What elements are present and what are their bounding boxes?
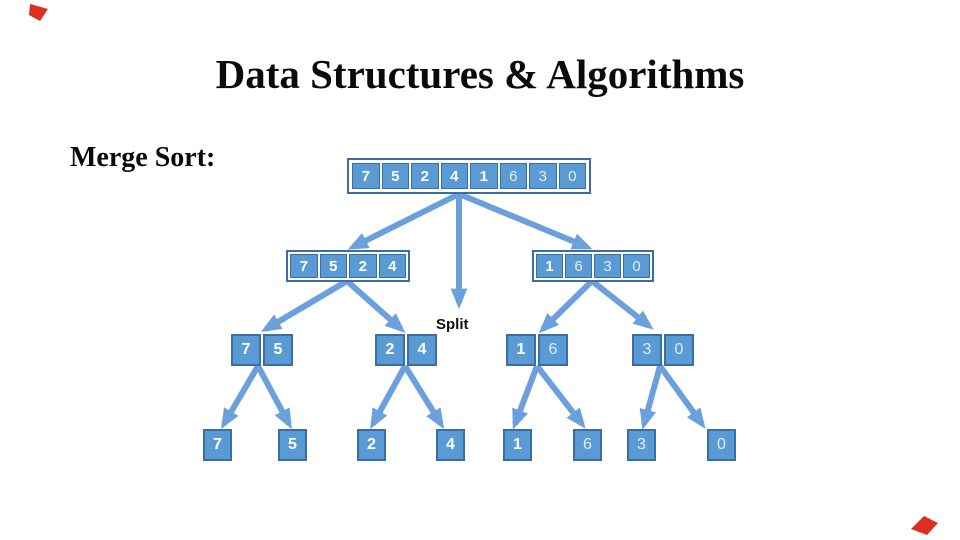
array-cell: 1 <box>503 429 532 461</box>
split-arrow-pair16-b <box>534 364 586 429</box>
array-cell: 2 <box>411 163 439 189</box>
array-cell: 6 <box>573 429 602 461</box>
corner-accent-bottom-right <box>911 516 938 535</box>
array-cell: 6 <box>499 163 527 189</box>
array-cell: 5 <box>381 163 409 189</box>
split-arrow-root-right <box>457 191 593 250</box>
array-cell: 7 <box>203 429 232 461</box>
array-cell: 3 <box>529 163 557 189</box>
array-cell: 0 <box>558 163 586 189</box>
array-cell: 1 <box>536 254 563 278</box>
array-cell: 5 <box>278 429 307 461</box>
array-cell: 6 <box>565 254 592 278</box>
array-cell: 3 <box>627 429 656 461</box>
array-cell: 7 <box>231 334 261 366</box>
array-cell: 2 <box>357 429 386 461</box>
array-cell: 7 <box>352 163 380 189</box>
array-cell: 0 <box>707 429 736 461</box>
array-cell: 0 <box>664 334 694 366</box>
single-0: 0 <box>707 429 736 461</box>
array-cell: 1 <box>506 334 536 366</box>
split-arrow-pair30-b <box>657 364 706 429</box>
single-7: 7 <box>203 429 232 461</box>
array-cell: 3 <box>632 334 662 366</box>
array-cell: 6 <box>538 334 568 366</box>
split-arrow-pair24-b <box>402 364 445 430</box>
array-cell: 2 <box>349 254 377 278</box>
split-arrow-l2-left-b <box>345 278 406 333</box>
array-cell: 5 <box>319 254 347 278</box>
merge-sort-label: Merge Sort: <box>70 142 216 173</box>
array-cell: 0 <box>623 254 650 278</box>
split-arrow-l2-right-a <box>538 278 595 334</box>
split-arrow-pair30-a <box>639 365 663 430</box>
split-arrow-l2-left-a <box>260 278 349 333</box>
array-cell: 1 <box>470 163 498 189</box>
corner-accent-top-left <box>29 4 48 21</box>
array-cell: 4 <box>407 334 437 366</box>
single-5: 5 <box>278 429 307 461</box>
single-4: 4 <box>436 429 465 461</box>
array-cell: 4 <box>440 163 468 189</box>
array-cell: 4 <box>436 429 465 461</box>
single-2: 2 <box>357 429 386 461</box>
slide-title: Data Structures & Algorithms <box>215 51 745 97</box>
array-cell: 2 <box>375 334 405 366</box>
single-3: 3 <box>627 429 656 461</box>
split-arrow-root-left <box>347 191 461 250</box>
single-1: 1 <box>503 429 532 461</box>
split-arrow-pair75-a <box>220 364 261 430</box>
array-cell: 3 <box>594 254 621 278</box>
array-cell: 7 <box>290 254 318 278</box>
array-cell: 5 <box>263 334 293 366</box>
split-arrow-pair75-b <box>255 364 292 430</box>
single-6: 6 <box>573 429 602 461</box>
split-arrow-pair16-a <box>512 364 540 430</box>
split-arrow-l2-right-b <box>590 278 654 330</box>
split-label: Split <box>436 316 469 333</box>
array-cell: 4 <box>378 254 406 278</box>
split-arrow-pair24-a <box>370 364 408 430</box>
